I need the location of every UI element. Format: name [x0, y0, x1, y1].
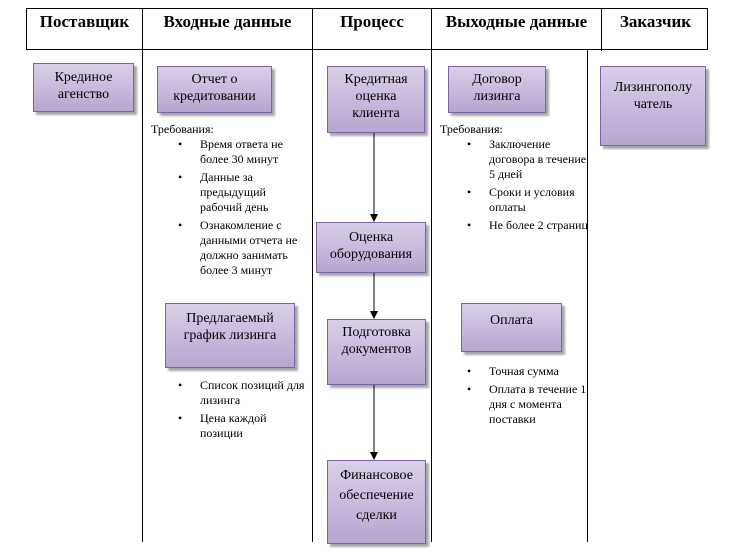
list-item: Время ответа не более 30 минут — [178, 137, 300, 167]
column-divider — [431, 50, 432, 542]
list-item: Не более 2 страниц — [467, 218, 589, 233]
supplier-box: Крединое агенство — [33, 63, 134, 112]
list-item: Список позиций для лизинга — [178, 378, 305, 408]
header-output: Выходные данные — [432, 9, 602, 51]
list-item: Точная сумма — [467, 364, 589, 379]
header-supplier: Поставщик — [27, 9, 143, 51]
input-box-schedule: Предлагаемый график лизинга — [165, 303, 295, 368]
customer-box: Лизингополучатель — [600, 66, 706, 146]
list-item: Заключение договора в течение 5 дней — [467, 137, 589, 182]
list-item: Сроки и условия оплаты — [467, 185, 589, 215]
list-item: Оплата в течение 1 дня с момента поставк… — [467, 382, 589, 427]
header-customer: Заказчик — [619, 12, 692, 31]
payment-requirements: Точная сумма Оплата в течение 1 дня с мо… — [467, 364, 589, 430]
column-divider — [587, 50, 588, 542]
list-item: Цена каждой позиции — [178, 411, 305, 441]
process-box-financing: Финансовое обеспечение сделки — [327, 460, 426, 544]
output-box-contract: Договор лизинга — [448, 66, 546, 113]
input-box-report: Отчет о кредитовании — [157, 66, 272, 113]
list-item: Данные за предыдущий рабочий день — [178, 170, 300, 215]
output-box-payment: Оплата — [461, 303, 562, 352]
list-item: Ознакомление с данными отчета не должно … — [178, 218, 300, 278]
report-requirements: Требования: Время ответа не более 30 мин… — [151, 122, 301, 281]
process-box-credit-check: Кредитная оценка клиента — [327, 66, 425, 133]
process-box-documents: Подготовка документов — [327, 319, 426, 385]
header-process: Процесс — [313, 9, 432, 51]
header-row: Поставщик Входные данные Процесс Выходны… — [26, 8, 708, 51]
requirements-title: Требования: — [440, 122, 503, 136]
schedule-requirements: Список позиций для лизинга Цена каждой п… — [178, 378, 305, 444]
column-divider — [312, 50, 313, 542]
contract-requirements: Требования: Заключение договора в течени… — [440, 122, 590, 236]
process-box-equipment: Оценка оборудования — [316, 222, 426, 273]
column-divider — [142, 50, 143, 542]
header-input: Входные данные — [143, 9, 313, 51]
requirements-title: Требования: — [151, 122, 214, 136]
